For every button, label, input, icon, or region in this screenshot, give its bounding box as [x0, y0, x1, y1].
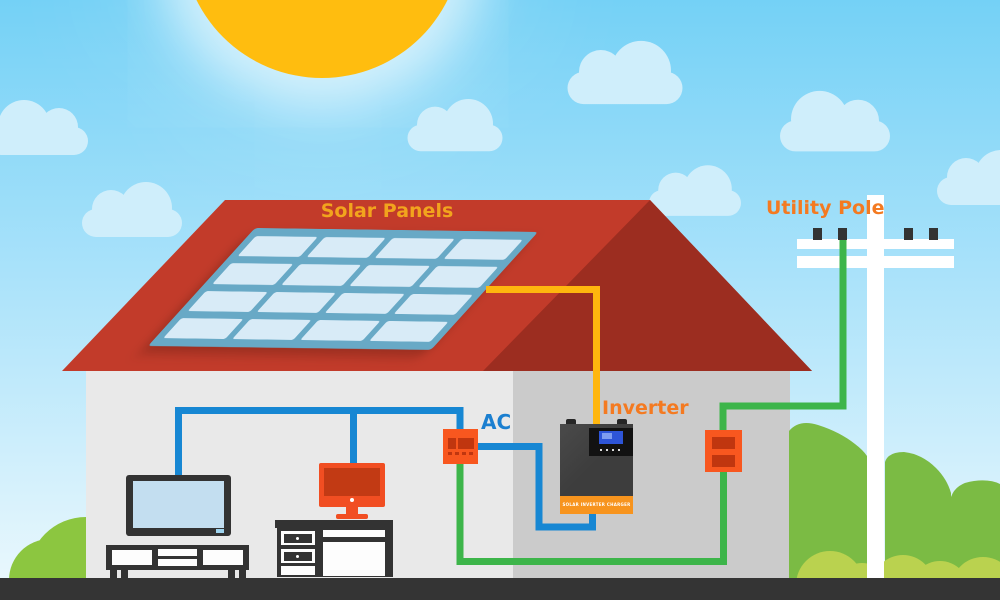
tv-stand-leg — [121, 570, 128, 578]
cloud-icon — [0, 127, 88, 155]
solar-cell — [212, 263, 293, 285]
pole-insulator — [813, 228, 822, 240]
monitor-screen — [324, 468, 380, 496]
utility-pole — [867, 195, 884, 578]
tv-stand-shelf — [158, 559, 197, 566]
solar-cell — [418, 266, 499, 288]
monitor-button — [350, 498, 354, 502]
utility-pole-label: Utility Pole — [766, 197, 885, 219]
meter-slot — [712, 455, 735, 467]
tv-stand-shelf — [112, 550, 152, 565]
monitor-neck — [346, 507, 358, 515]
drawer-knob — [296, 555, 299, 558]
inverter-display-detail — [602, 433, 612, 439]
cloud-icon — [937, 150, 1000, 205]
solar-cell — [349, 265, 430, 287]
outlet-port — [458, 438, 474, 449]
outlet-port — [448, 438, 456, 449]
solar-cell — [256, 291, 337, 313]
solar-cell — [300, 319, 381, 341]
solar-cell — [237, 236, 318, 258]
pole-insulator — [838, 228, 847, 240]
solar-cell — [281, 264, 362, 286]
meter-slot — [712, 437, 735, 449]
pole-insulator — [929, 228, 938, 240]
tv-stand-shelf — [203, 550, 243, 565]
solar-panels-label: Solar Panels — [320, 200, 454, 222]
ac-label: AC — [481, 410, 512, 434]
pole-insulator — [904, 228, 913, 240]
drawer-knob — [296, 537, 299, 540]
solar-cell — [187, 290, 268, 312]
desk-divider — [323, 537, 385, 542]
solar-cell — [442, 238, 523, 261]
outlet-vents — [448, 452, 473, 455]
cloud-icon — [567, 40, 683, 105]
tv-stand-leg — [110, 570, 117, 578]
desk-top — [275, 520, 393, 528]
solar-cell — [393, 293, 474, 315]
inverter-mount-tab — [566, 419, 576, 426]
inverter-label: Inverter — [602, 397, 689, 419]
desk-drawer-base — [281, 566, 315, 575]
solar-cell — [368, 320, 449, 342]
inverter-mount-tab — [617, 419, 627, 426]
solar-cell — [305, 237, 386, 259]
tv-indicator — [216, 529, 224, 533]
tv-stand-leg — [228, 570, 235, 578]
solar-cell — [324, 292, 405, 314]
monitor-base — [336, 514, 368, 519]
ground — [0, 578, 1000, 600]
tv-screen — [133, 481, 224, 528]
inverter-buttons — [600, 449, 622, 451]
solar-cell — [163, 317, 244, 339]
solar-cell — [231, 318, 312, 340]
tv-stand-shelf — [158, 549, 197, 556]
tv-stand-leg — [239, 570, 246, 578]
pole-crossarm — [797, 256, 954, 268]
solar-cell — [374, 238, 455, 260]
cloud-icon — [407, 99, 503, 152]
cloud-icon — [82, 182, 182, 237]
inverter-brand-strip: SOLAR INVERTER CHARGER — [560, 496, 633, 514]
cloud-icon — [780, 120, 890, 152]
pole-crossarm — [797, 239, 954, 249]
cloud-icon — [649, 165, 741, 216]
